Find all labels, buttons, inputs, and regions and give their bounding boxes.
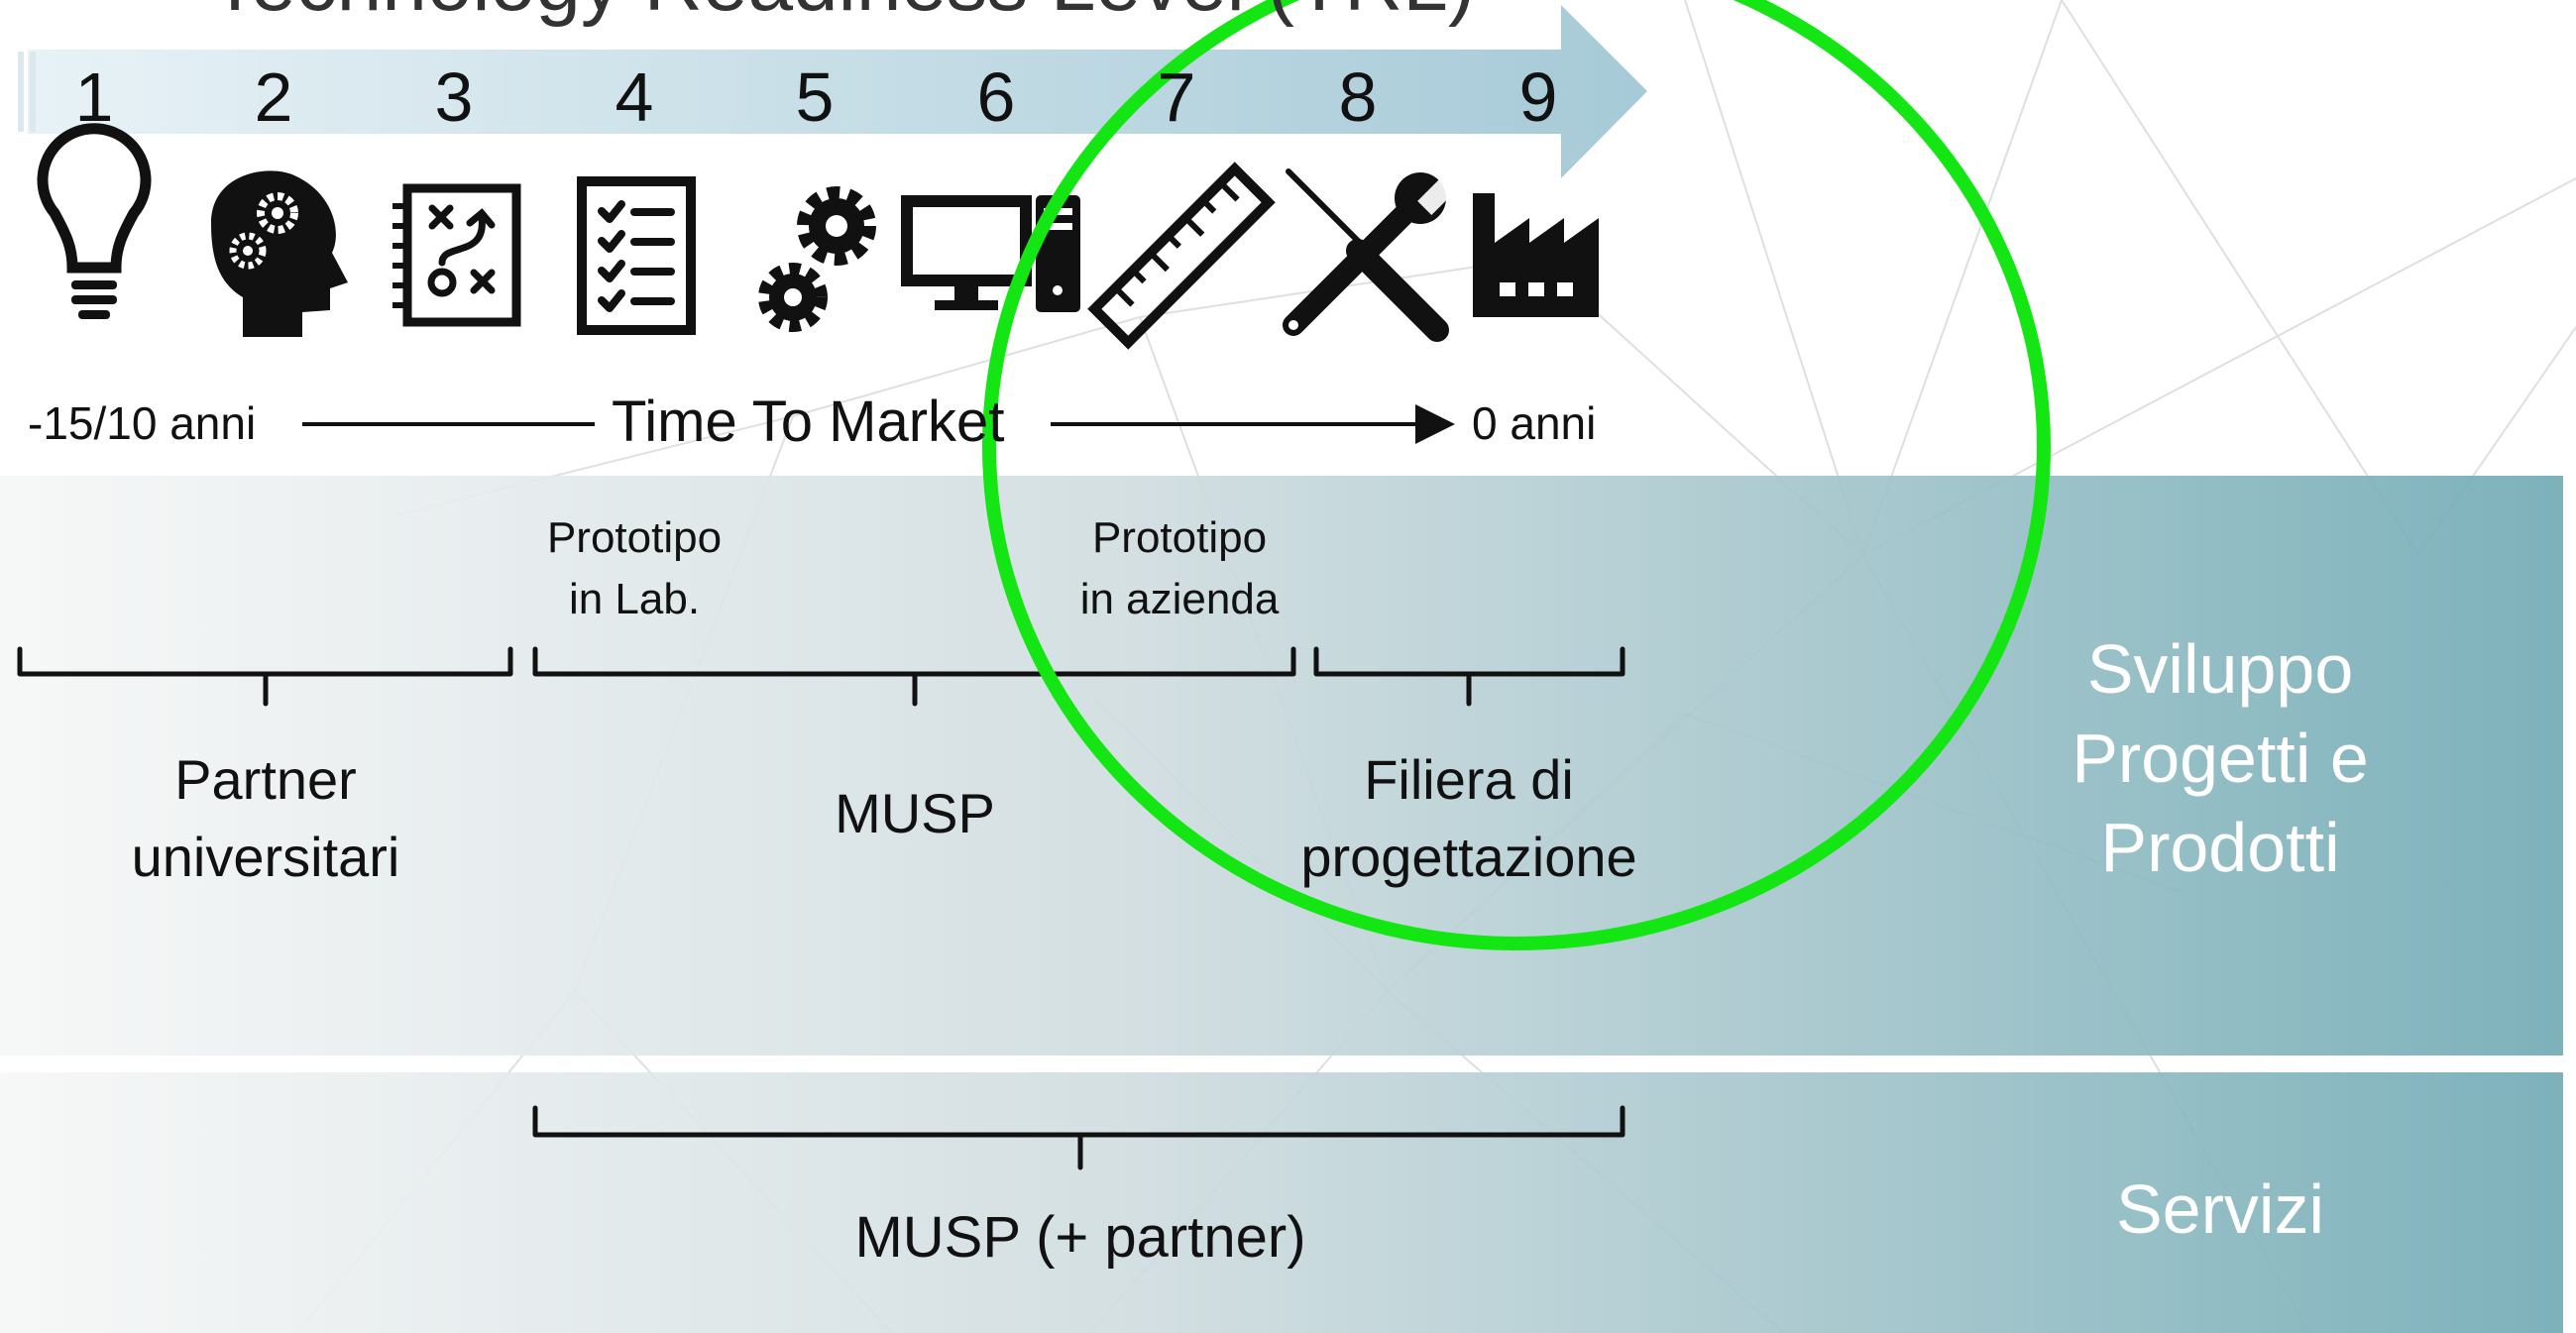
tools-icon (1283, 168, 1459, 342)
timeline-center-label: Time To Market (612, 389, 1005, 454)
checklist-icon (577, 176, 696, 335)
trl-level-number: 4 (615, 58, 654, 136)
page-title: Technology Readiness Level (TRL) (210, 0, 1475, 30)
timeline-end-label: 0 anni (1472, 397, 1597, 449)
musp-group-label: MUSP (835, 782, 995, 844)
timeline-start-label: -15/10 anni (28, 397, 257, 449)
trl-level-number: 3 (434, 58, 474, 136)
development-band (0, 476, 2563, 1055)
trl-level-number: 7 (1157, 58, 1196, 136)
services-band-label: Servizi (2115, 1170, 2325, 1248)
services-group-label: MUSP (+ partner) (854, 1205, 1306, 1270)
trl-level-number: 9 (1518, 58, 1558, 136)
filiera-brace (1313, 646, 1625, 707)
services-brace (532, 1105, 1625, 1170)
services-band (0, 1072, 2563, 1333)
lightbulb-icon (37, 123, 152, 319)
ruler-icon (1087, 162, 1276, 350)
trl-level-number: 1 (74, 58, 114, 136)
trl-level-number: 6 (976, 58, 1016, 136)
factory-icon (1473, 193, 1599, 317)
musp-brace (532, 646, 1296, 707)
strategy-board-icon (392, 183, 521, 327)
gears-icon (758, 186, 876, 332)
trl-scale-arrow (18, 5, 1647, 178)
trl-level-number: 8 (1338, 58, 1378, 136)
trl-level-number: 2 (254, 58, 293, 136)
head-gears-icon (211, 170, 348, 337)
highlight-circle (982, 0, 2051, 950)
trl-level-number: 5 (795, 58, 835, 136)
partner-brace (17, 646, 513, 707)
